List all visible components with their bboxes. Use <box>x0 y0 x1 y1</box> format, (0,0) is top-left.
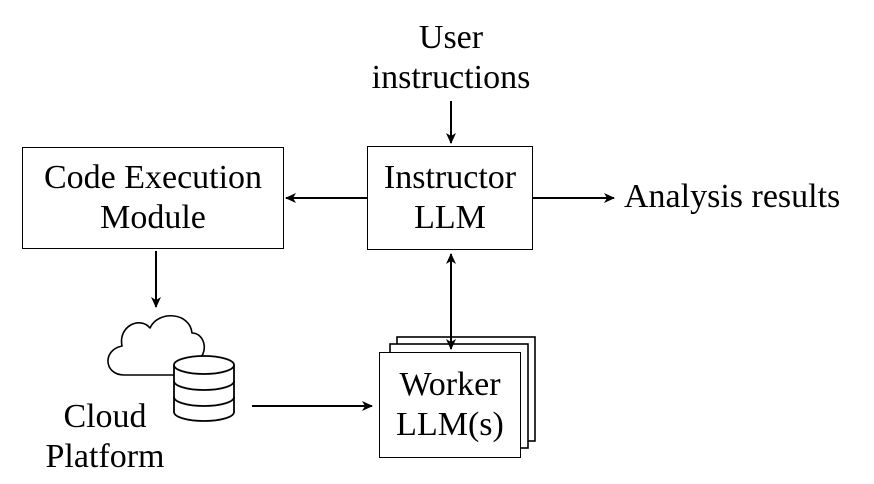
cloud-platform-label: Cloud Platform <box>22 397 188 477</box>
cloud-platform-line-2: Platform <box>45 438 165 475</box>
cloud-icon <box>107 314 205 376</box>
database-icon <box>173 355 235 422</box>
instructor-line-1: Instructor <box>383 159 517 196</box>
worker-line-2: LLM(s) <box>396 406 504 443</box>
worker-line-1: Worker <box>399 366 501 403</box>
cloud-platform-line-1: Cloud <box>63 398 147 435</box>
user-instructions-line-2: instructions <box>371 59 531 96</box>
code-execution-line-2: Module <box>100 199 206 236</box>
instructor-llm-box: Instructor LLM <box>367 146 533 250</box>
code-execution-line-1: Code Execution <box>43 159 263 196</box>
analysis-results-label: Analysis results <box>624 178 841 215</box>
user-instructions-line-1: User <box>418 19 484 56</box>
worker-llm-box: Worker LLM(s) <box>379 352 521 458</box>
instructor-line-2: LLM <box>414 199 486 236</box>
user-instructions-label: User instructions <box>351 18 551 98</box>
code-execution-module-box: Code Execution Module <box>22 147 284 249</box>
